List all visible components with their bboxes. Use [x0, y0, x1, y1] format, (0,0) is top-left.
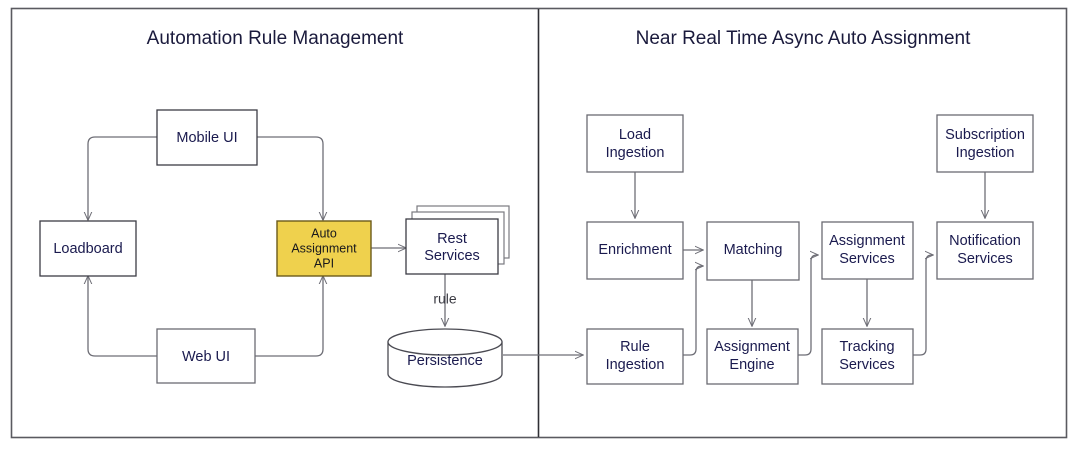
- node-assignment-engine[interactable]: Assignment Engine: [706, 328, 799, 385]
- node-auto-assignment-api-label-line3: API: [314, 256, 334, 270]
- node-auto-assignment-api-label-line2: Assignment: [291, 241, 357, 255]
- edge-webui-to-autoassignmentapi: [255, 276, 323, 357]
- node-loadboard-label: Loadboard: [53, 241, 122, 257]
- node-notification-services-label-line2: Services: [957, 251, 1013, 267]
- node-auto-assignment-api[interactable]: Auto Assignment API: [276, 220, 372, 277]
- node-persistence-label: Persistence: [407, 353, 483, 369]
- node-rest-services[interactable]: Rest Services: [405, 205, 510, 275]
- node-auto-assignment-api-label-line1: Auto: [311, 226, 337, 240]
- node-persistence[interactable]: Persistence: [387, 328, 503, 388]
- node-matching[interactable]: Matching: [706, 221, 800, 281]
- node-rest-services-label-line2: Services: [424, 248, 480, 264]
- node-tracking-services-label-line1: Tracking: [839, 339, 894, 355]
- node-load-ingestion-label-line1: Load: [619, 127, 651, 143]
- node-enrichment-label: Enrichment: [598, 242, 671, 258]
- node-assignment-services-label-line2: Services: [839, 251, 895, 267]
- node-load-ingestion-label-line2: Ingestion: [606, 145, 665, 161]
- node-mobile-ui-label: Mobile UI: [176, 130, 237, 146]
- node-subscription-ingestion-label-line2: Ingestion: [956, 145, 1015, 161]
- persistence-cylinder-top: [387, 328, 503, 356]
- edge-trackingservices-to-notificationservices: [913, 255, 933, 356]
- node-subscription-ingestion[interactable]: Subscription Ingestion: [936, 114, 1034, 173]
- edge-mobileui-to-loadboard: [88, 136, 157, 220]
- left-panel-title: Automation Rule Management: [147, 28, 404, 49]
- node-rule-ingestion[interactable]: Rule Ingestion: [586, 328, 684, 385]
- node-notification-services[interactable]: Notification Services: [936, 221, 1034, 280]
- node-rest-services-label-line1: Rest: [437, 231, 467, 247]
- node-tracking-services-label-line2: Services: [839, 357, 895, 373]
- node-web-ui-label: Web UI: [182, 349, 230, 365]
- edge-webui-to-loadboard: [88, 276, 157, 357]
- node-assignment-services[interactable]: Assignment Services: [821, 221, 914, 280]
- rest-services-front: [405, 218, 499, 275]
- edge-ruleingestion-to-matching: [683, 266, 703, 356]
- node-tracking-services[interactable]: Tracking Services: [821, 328, 914, 385]
- diagram-frame: [10, 7, 1068, 439]
- node-assignment-engine-label-line2: Engine: [729, 357, 774, 373]
- node-rule-ingestion-label-line1: Rule: [620, 339, 650, 355]
- edge-label-rule: rule: [433, 291, 457, 307]
- node-assignment-engine-label-line1: Assignment: [714, 339, 790, 355]
- node-web-ui[interactable]: Web UI: [156, 328, 256, 384]
- node-subscription-ingestion-label-line1: Subscription: [945, 127, 1025, 143]
- node-loadboard[interactable]: Loadboard: [39, 220, 137, 277]
- node-assignment-services-label-line1: Assignment: [829, 233, 905, 249]
- right-panel-title: Near Real Time Async Auto Assignment: [636, 28, 971, 49]
- edge-mobileui-to-autoassignmentapi: [257, 136, 323, 220]
- node-notification-services-label-line1: Notification: [949, 233, 1021, 249]
- node-matching-label: Matching: [724, 242, 783, 258]
- node-enrichment[interactable]: Enrichment: [586, 221, 684, 280]
- node-load-ingestion[interactable]: Load Ingestion: [586, 114, 684, 173]
- node-mobile-ui[interactable]: Mobile UI: [156, 109, 258, 166]
- edge-assignmentengine-to-assignmentservices: [798, 255, 818, 356]
- node-rule-ingestion-label-line2: Ingestion: [606, 357, 665, 373]
